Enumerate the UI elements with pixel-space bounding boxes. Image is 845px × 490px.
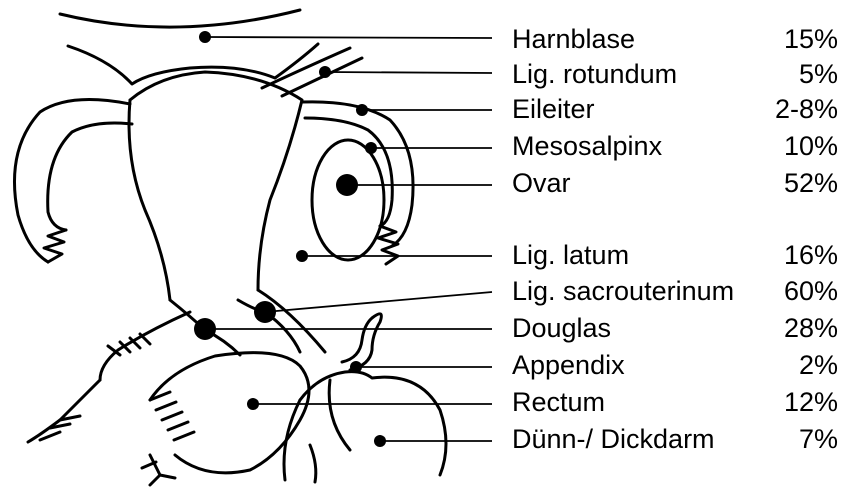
label-lig-latum: Lig. latum xyxy=(512,240,629,270)
label-mesosalpinx: Mesosalpinx xyxy=(512,131,663,161)
appendix-shape xyxy=(342,314,381,370)
mesentery-left xyxy=(40,416,80,440)
dot-mesosalpinx xyxy=(365,142,377,154)
right-tube xyxy=(302,102,413,246)
uterus-body xyxy=(129,72,302,300)
label-duenn-dickdarm: Dünn-/ Dickdarm xyxy=(512,424,715,454)
dot-lig-latum xyxy=(296,250,308,262)
label-douglas: Douglas xyxy=(512,313,611,343)
percent-mesosalpinx: 10% xyxy=(784,131,838,161)
right-fimbriae xyxy=(378,226,398,264)
bowel-fold xyxy=(310,445,316,482)
left-peritoneum xyxy=(100,312,190,380)
dot-appendix xyxy=(350,361,362,373)
left-tube-inner xyxy=(48,123,132,230)
percent-douglas: 28% xyxy=(784,313,838,343)
bowel-branch xyxy=(142,455,175,485)
rectum-left-edge xyxy=(28,380,100,442)
percent-rectum: 12% xyxy=(784,387,838,417)
dot-duenn-dickdarm xyxy=(374,435,386,447)
leader-lines xyxy=(205,37,492,441)
bowel-shape xyxy=(300,372,446,475)
label-appendix: Appendix xyxy=(512,350,625,380)
dot-eileiter xyxy=(356,104,368,116)
percent-lig-latum: 16% xyxy=(784,240,838,270)
label-list: Harnblase 15% Lig. rotundum 5% Eileiter … xyxy=(512,24,838,454)
dot-harnblase xyxy=(199,31,211,43)
ovary-shape xyxy=(312,140,384,260)
label-ovar: Ovar xyxy=(512,168,571,198)
dot-lig-sacrouterinum xyxy=(254,301,276,323)
label-rectum: Rectum xyxy=(512,387,605,417)
left-fimbriae xyxy=(44,230,66,262)
leader-line-harnblase xyxy=(205,37,492,38)
dot-rectum xyxy=(247,398,259,410)
leader-line-lig-rotundum xyxy=(325,72,492,73)
label-lig-sacrouterinum: Lig. sacrouterinum xyxy=(512,276,734,306)
percent-duenn-dickdarm: 7% xyxy=(799,424,838,454)
percent-eileiter: 2-8% xyxy=(775,94,838,124)
percent-appendix: 2% xyxy=(799,350,838,380)
hatch-left-lower xyxy=(150,392,194,440)
dot-ovar xyxy=(336,174,358,196)
percent-harnblase: 15% xyxy=(784,24,838,54)
dot-douglas xyxy=(194,318,216,340)
leader-line-lig-sacrouterinum xyxy=(265,292,492,312)
percent-ovar: 52% xyxy=(784,168,838,198)
bladder-shape xyxy=(60,10,300,27)
percent-lig-sacrouterinum: 60% xyxy=(784,276,838,306)
label-lig-rotundum: Lig. rotundum xyxy=(512,59,677,89)
anatomy-drawing xyxy=(14,10,446,485)
label-harnblase: Harnblase xyxy=(512,24,635,54)
label-eileiter: Eileiter xyxy=(512,94,595,124)
dot-lig-rotundum xyxy=(319,66,331,78)
percent-lig-rotundum: 5% xyxy=(799,59,838,89)
